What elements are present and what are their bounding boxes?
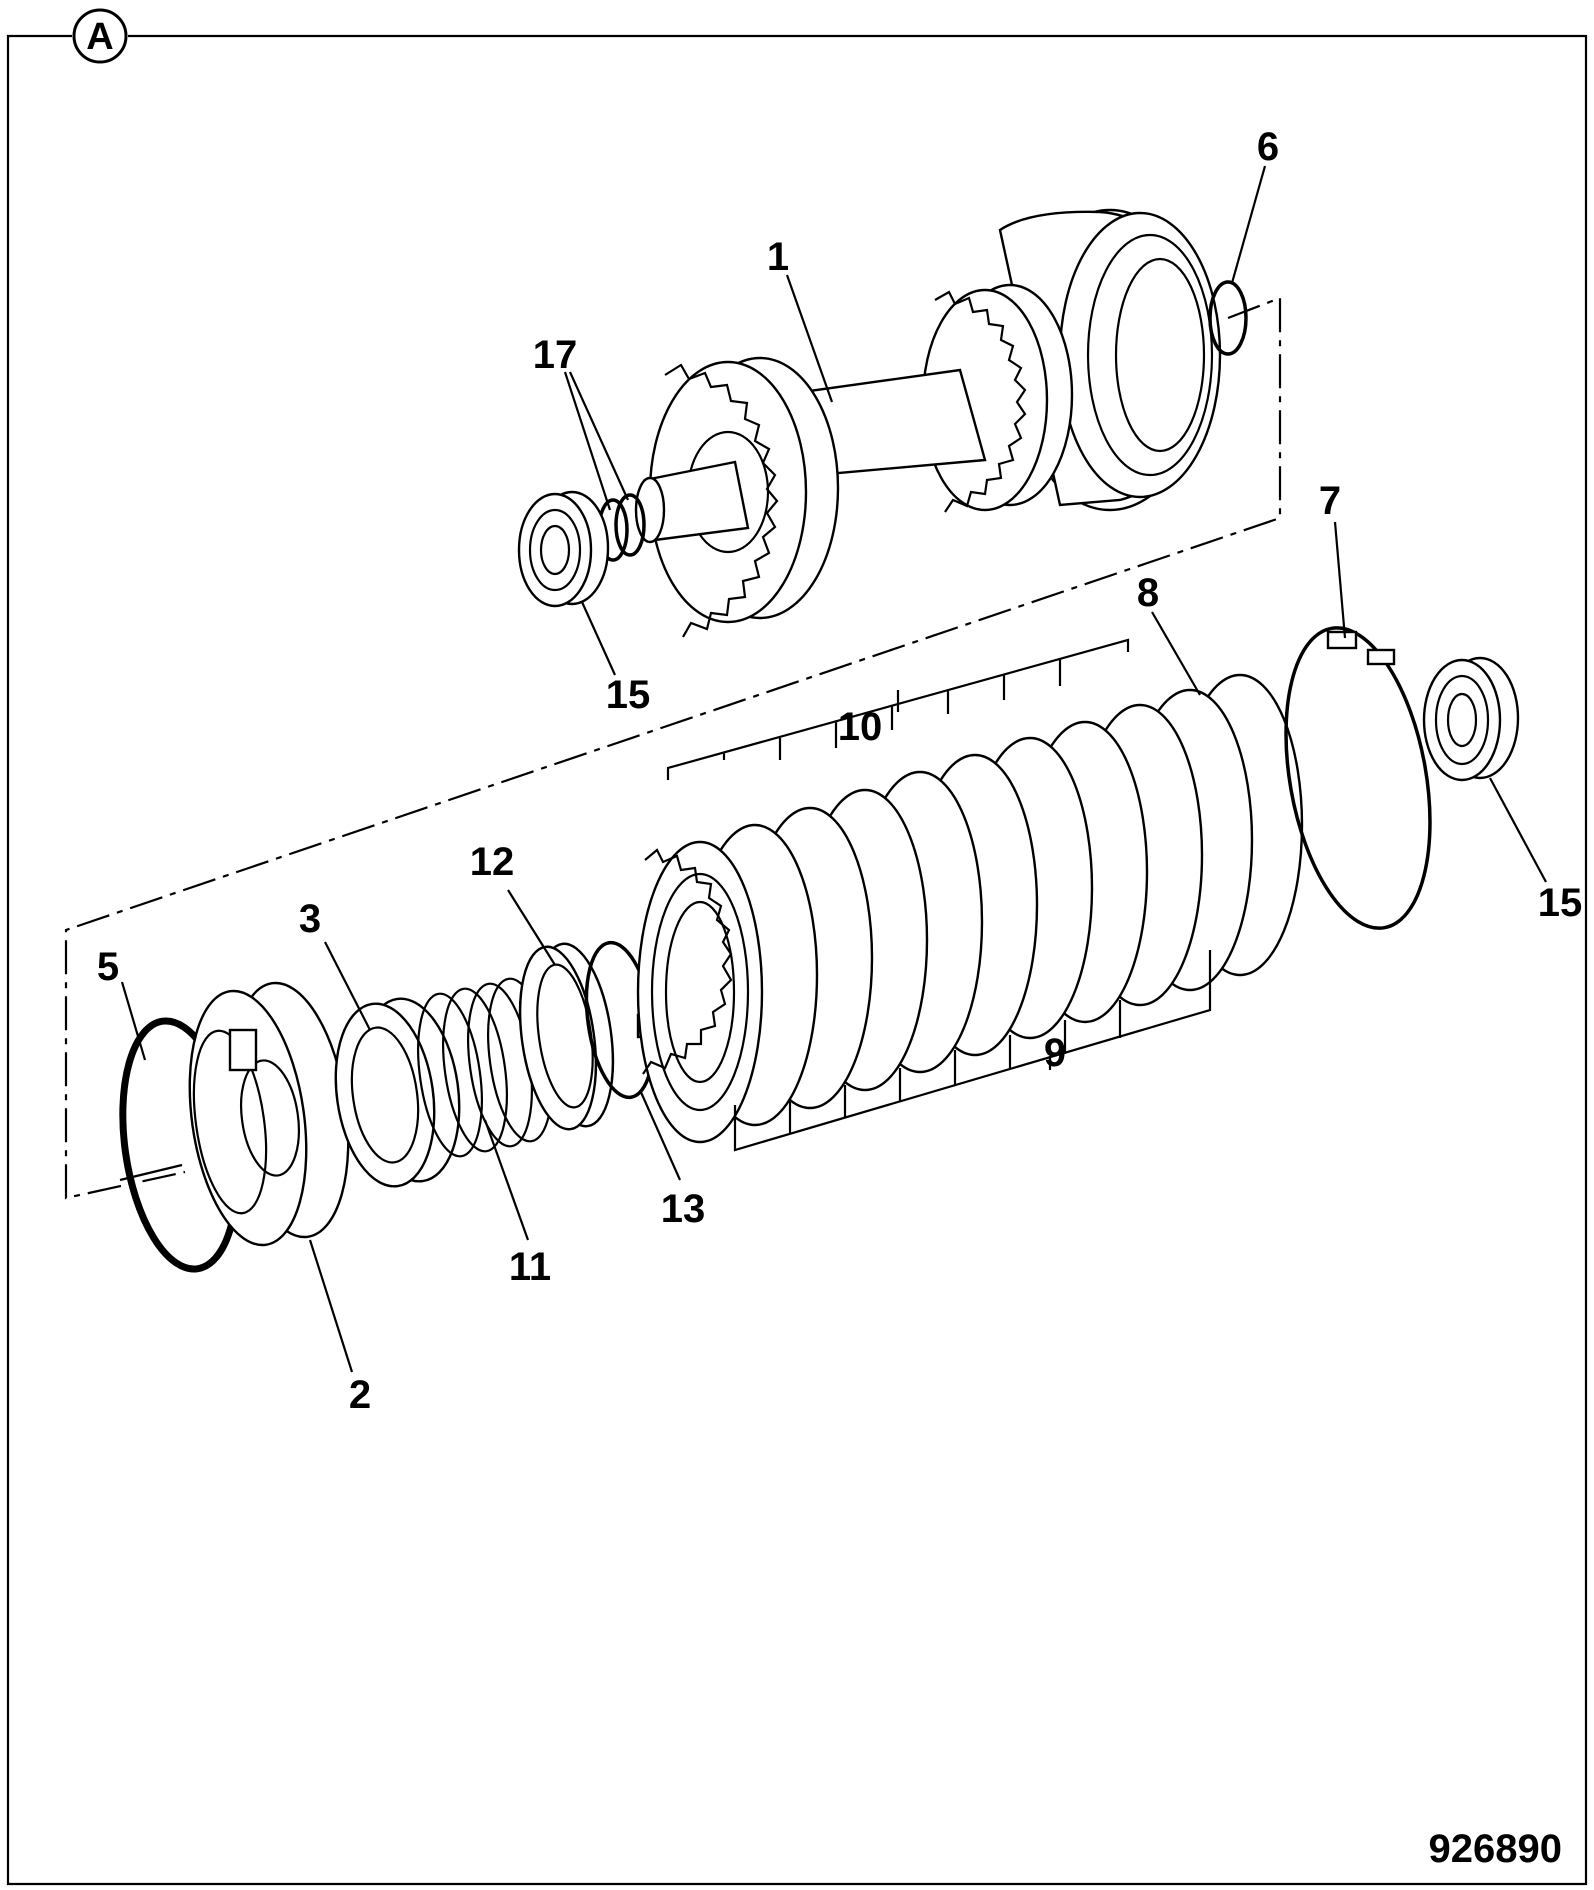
callout-6: 6 — [1257, 125, 1279, 169]
circlip-7 — [1284, 626, 1432, 930]
piston-2 — [188, 981, 350, 1247]
spring-retainer-3 — [334, 997, 461, 1188]
callout-3: 3 — [299, 897, 321, 941]
bearing-15-upper — [517, 490, 610, 608]
callout-11: 11 — [509, 1245, 551, 1289]
callout-5: 5 — [97, 945, 119, 989]
snap-ring-17a — [614, 493, 646, 557]
callout-15-upper: 15 — [606, 673, 651, 717]
callout-17: 17 — [533, 333, 578, 377]
o-ring-6 — [1208, 280, 1248, 356]
callout-8: 8 — [1137, 571, 1159, 615]
assembly-centerline — [64, 296, 1282, 1200]
callout-12: 12 — [470, 840, 515, 884]
washer-12 — [518, 942, 615, 1131]
view-label-circle — [72, 8, 128, 64]
callout-7: 7 — [1319, 479, 1341, 523]
callout-1: 1 — [767, 235, 789, 279]
bearing-15-lower — [1422, 656, 1520, 782]
bracket-9 — [733, 950, 1212, 1152]
callout-10: 10 — [838, 705, 883, 749]
callout-13: 13 — [661, 1187, 706, 1231]
view-label: A — [86, 16, 113, 58]
leader-lines — [120, 165, 1547, 1373]
bracket-10 — [666, 638, 1130, 780]
reference-number: 926890 — [1429, 1827, 1562, 1871]
callout-15-lower: 15 — [1538, 881, 1583, 925]
callout-2: 2 — [349, 1373, 371, 1417]
callout-9: 9 — [1044, 1031, 1066, 1075]
frame-border — [6, 34, 1588, 1886]
shaft-assembly — [517, 208, 1248, 638]
clutch-pack — [636, 673, 1304, 1144]
